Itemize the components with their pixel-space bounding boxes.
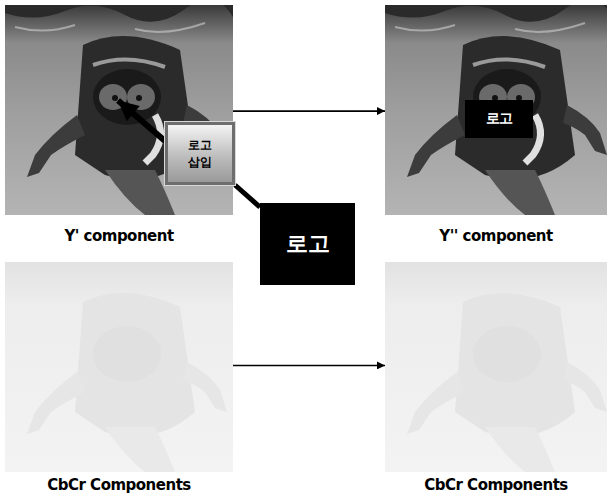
connector-line xyxy=(235,185,260,207)
arrow xyxy=(118,101,165,141)
cbcr-photo xyxy=(385,262,607,472)
y-double-prime-panel: 로고 Y'' component xyxy=(385,5,607,250)
cbcr-panel: CbCr Components xyxy=(5,262,233,496)
cbcr-panel: CbCr Components xyxy=(385,262,607,496)
panel-caption: Y'' component xyxy=(385,227,607,245)
arrow xyxy=(233,110,385,112)
panel-caption: Y' component xyxy=(5,227,233,245)
box-label: 로고 xyxy=(465,110,533,128)
panel-caption: CbCr Components xyxy=(385,476,607,494)
insert-label-box: 로고 삽입 xyxy=(165,122,235,185)
logo-box: 로고 xyxy=(260,203,355,285)
box-label: 로고 삽입 xyxy=(184,137,215,169)
y-photo-with-logo xyxy=(385,5,607,215)
arrow xyxy=(233,365,385,367)
box-label: 로고 xyxy=(286,229,330,259)
panel-caption: CbCr Components xyxy=(5,476,233,494)
cbcr-photo xyxy=(5,262,233,472)
inserted-logo: 로고 xyxy=(465,100,533,138)
